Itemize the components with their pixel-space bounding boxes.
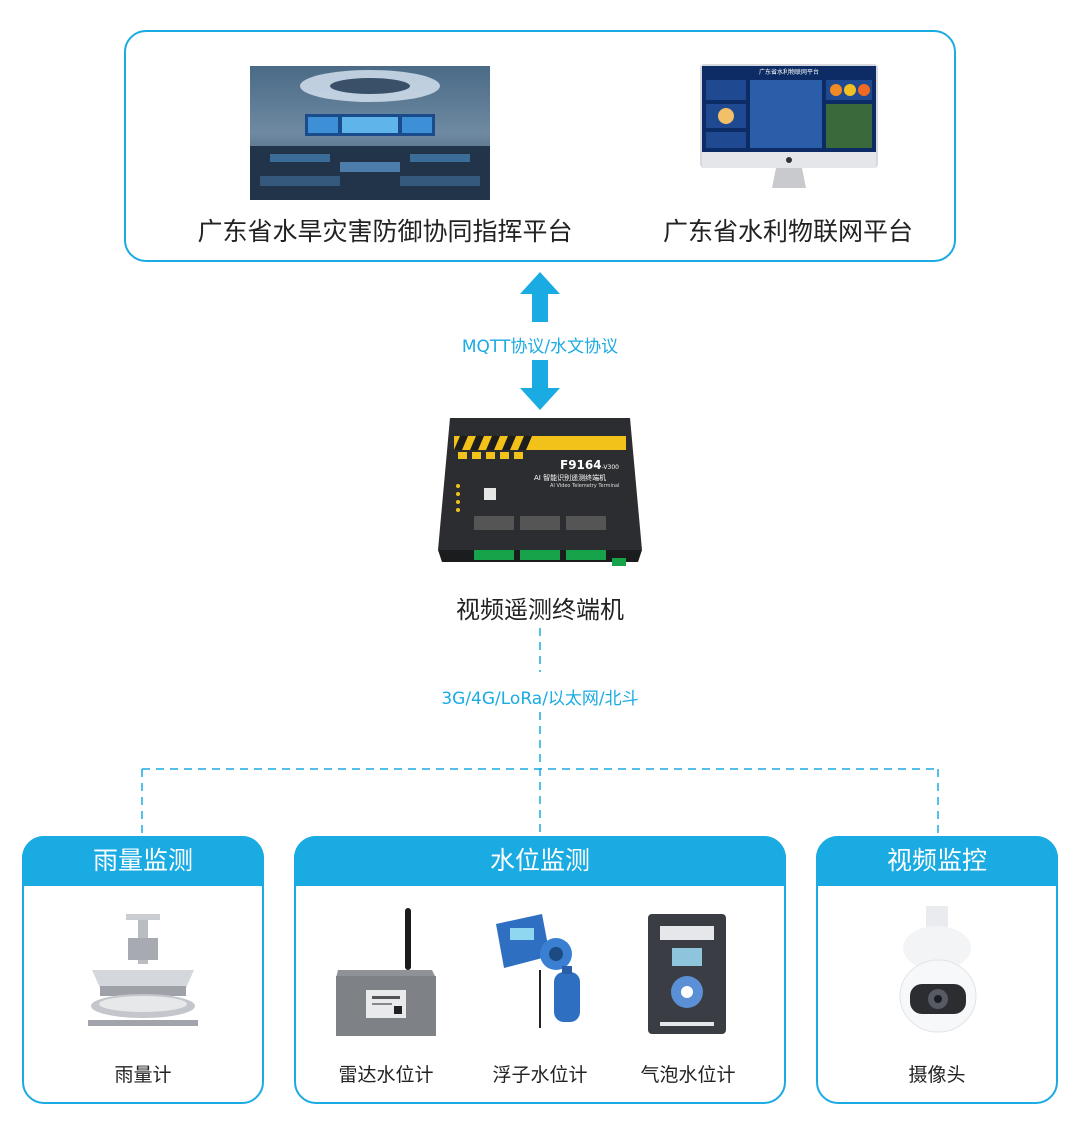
float-level-meter-image: [486, 910, 596, 1040]
monitor-screen-title: 广东省水利物联网平台: [758, 69, 819, 76]
device-model: F9164-V300: [560, 458, 619, 472]
camera-image: [888, 904, 988, 1036]
terminal-device-image: F9164-V300 AI 智能识别遥测终端机 AI Video Telemet…: [430, 412, 650, 572]
item-rain-gauge: 雨量计: [114, 1064, 172, 1086]
arrow-down-icon: [520, 360, 560, 410]
protocol-label-2: 3G/4G/LoRa/以太网/北斗: [400, 684, 680, 709]
device-subtitle-en: AI Video Telemetry Terminal: [550, 483, 620, 489]
bubble-level-meter-image: [646, 912, 728, 1038]
arrow-up-icon: [520, 272, 560, 322]
item-bubble-level: 气泡水位计: [640, 1064, 736, 1086]
group-water-level-title: 水位监测: [294, 836, 786, 886]
radar-level-meter-image: [332, 906, 442, 1040]
monitor-image: 广东省水利物联网平台: [700, 64, 878, 192]
device-model-suffix: -V300: [601, 464, 619, 471]
device-subtitle-cn: AI 智能识别遥测终端机: [534, 474, 607, 482]
item-radar-level: 雷达水位计: [338, 1064, 434, 1086]
device-name-label: 视频遥测终端机: [456, 596, 624, 624]
group-video-title: 视频监控: [816, 836, 1058, 886]
group-rain-title: 雨量监测: [22, 836, 264, 886]
platform2-label: 广东省水利物联网平台: [662, 217, 913, 246]
device-model-text: F9164: [560, 458, 602, 472]
platform1-label: 广东省水旱灾害防御协同指挥平台: [197, 217, 573, 246]
protocol-label-1: MQTT协议/水文协议: [420, 332, 660, 357]
rain-gauge-image: [82, 908, 204, 1038]
item-camera: 摄像头: [908, 1064, 966, 1086]
control-room-image: [250, 66, 490, 200]
item-float-level: 浮子水位计: [492, 1064, 588, 1086]
